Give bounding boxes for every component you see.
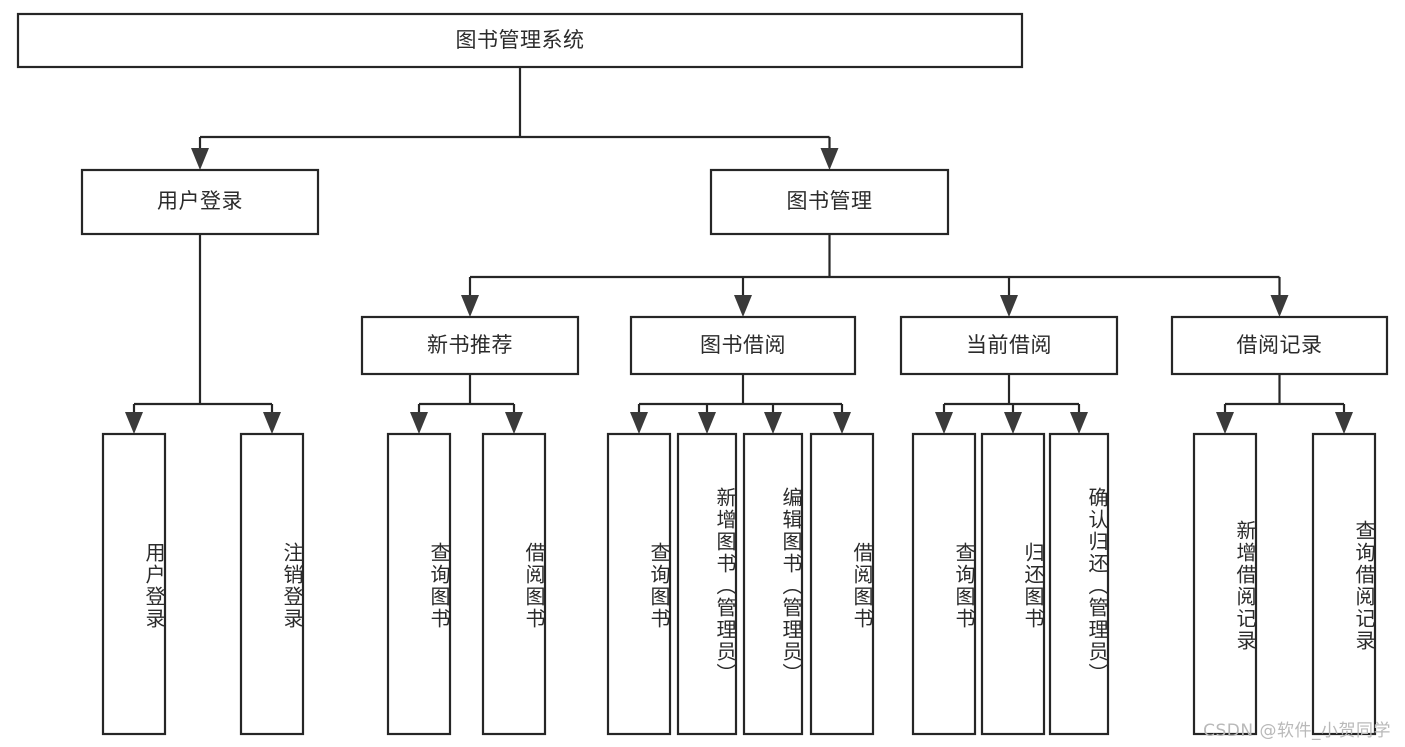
arrow-head-icon-leaf-query-book-1 bbox=[410, 412, 428, 434]
node-box-leaf-logout[interactable] bbox=[239, 432, 305, 736]
node-box-current-borrow[interactable] bbox=[899, 315, 1119, 376]
node-current-borrow[interactable] bbox=[901, 317, 1117, 374]
node-leaf-query-book-1[interactable] bbox=[388, 434, 450, 734]
node-leaf-add-record[interactable] bbox=[1194, 434, 1256, 734]
node-box-leaf-query-book-3[interactable] bbox=[911, 432, 977, 736]
arrow-head-icon-leaf-add-record bbox=[1216, 412, 1234, 434]
arrow-head-icon-user-login bbox=[191, 148, 209, 170]
node-box-borrow-record[interactable] bbox=[1170, 315, 1389, 376]
node-book-manage[interactable] bbox=[711, 170, 948, 234]
node-box-root[interactable] bbox=[16, 12, 1024, 69]
node-new-book-recommend[interactable] bbox=[362, 317, 578, 374]
node-borrow-record[interactable] bbox=[1172, 317, 1387, 374]
node-box-leaf-add-record[interactable] bbox=[1192, 432, 1258, 736]
node-user-login[interactable] bbox=[82, 170, 318, 234]
arrow-head-icon-borrow-record bbox=[1270, 295, 1289, 317]
node-box-book-borrow[interactable] bbox=[629, 315, 857, 376]
node-root[interactable] bbox=[18, 14, 1022, 67]
node-leaf-user-login[interactable] bbox=[103, 434, 165, 734]
arrow-head-icon-leaf-query-book-3 bbox=[935, 412, 953, 434]
arrow-head-icon-leaf-return-book bbox=[1004, 412, 1022, 434]
arrow-head-icon-current-borrow bbox=[1000, 295, 1018, 317]
arrow-head-icon-leaf-add-book bbox=[698, 412, 716, 434]
node-leaf-confirm-return[interactable] bbox=[1050, 434, 1108, 734]
node-box-new-book-recommend[interactable] bbox=[360, 315, 580, 376]
node-box-leaf-return-book[interactable] bbox=[980, 432, 1046, 736]
node-book-borrow[interactable] bbox=[631, 317, 855, 374]
node-box-leaf-edit-book[interactable] bbox=[742, 432, 804, 736]
node-box-leaf-borrow-book-2[interactable] bbox=[809, 432, 875, 736]
arrow-head-icon-leaf-borrow-book-2 bbox=[833, 412, 851, 434]
node-leaf-logout[interactable] bbox=[241, 434, 303, 734]
node-leaf-query-book-2[interactable] bbox=[608, 434, 670, 734]
node-leaf-borrow-book-2[interactable] bbox=[811, 434, 873, 734]
node-box-leaf-query-book-1[interactable] bbox=[386, 432, 452, 736]
node-leaf-edit-book[interactable] bbox=[744, 434, 802, 734]
node-box-leaf-confirm-return[interactable] bbox=[1048, 432, 1110, 736]
node-box-leaf-borrow-book-1[interactable] bbox=[481, 432, 547, 736]
arrow-head-icon-leaf-query-record bbox=[1335, 412, 1353, 434]
node-box-leaf-query-book-2[interactable] bbox=[606, 432, 672, 736]
node-leaf-add-book[interactable] bbox=[678, 434, 736, 734]
watermark-text: CSDN @软件_小贺同学 bbox=[1203, 721, 1391, 741]
arrow-head-icon-new-book-recommend bbox=[461, 295, 479, 317]
node-box-leaf-user-login[interactable] bbox=[101, 432, 167, 736]
arrow-head-icon-leaf-query-book-2 bbox=[630, 412, 648, 434]
node-leaf-query-record[interactable] bbox=[1313, 434, 1375, 734]
node-box-leaf-add-book[interactable] bbox=[676, 432, 738, 736]
arrow-head-icon-leaf-logout bbox=[263, 412, 281, 434]
arrow-head-icon-book-borrow bbox=[734, 295, 752, 317]
connector-layer bbox=[125, 67, 1353, 434]
node-box-leaf-query-record[interactable] bbox=[1311, 432, 1377, 736]
node-leaf-query-book-3[interactable] bbox=[913, 434, 975, 734]
node-box-user-login[interactable] bbox=[80, 168, 320, 236]
node-leaf-borrow-book-1[interactable] bbox=[483, 434, 545, 734]
arrow-head-icon-leaf-user-login bbox=[125, 412, 143, 434]
arrow-head-icon-book-manage bbox=[820, 148, 839, 170]
arrow-head-icon-leaf-edit-book bbox=[764, 412, 782, 434]
node-box-book-manage[interactable] bbox=[709, 168, 950, 236]
arrow-head-icon-leaf-confirm-return bbox=[1070, 412, 1088, 434]
node-leaf-return-book[interactable] bbox=[982, 434, 1044, 734]
arrow-head-icon-leaf-borrow-book-1 bbox=[505, 412, 523, 434]
node-box-layer bbox=[16, 12, 1389, 736]
